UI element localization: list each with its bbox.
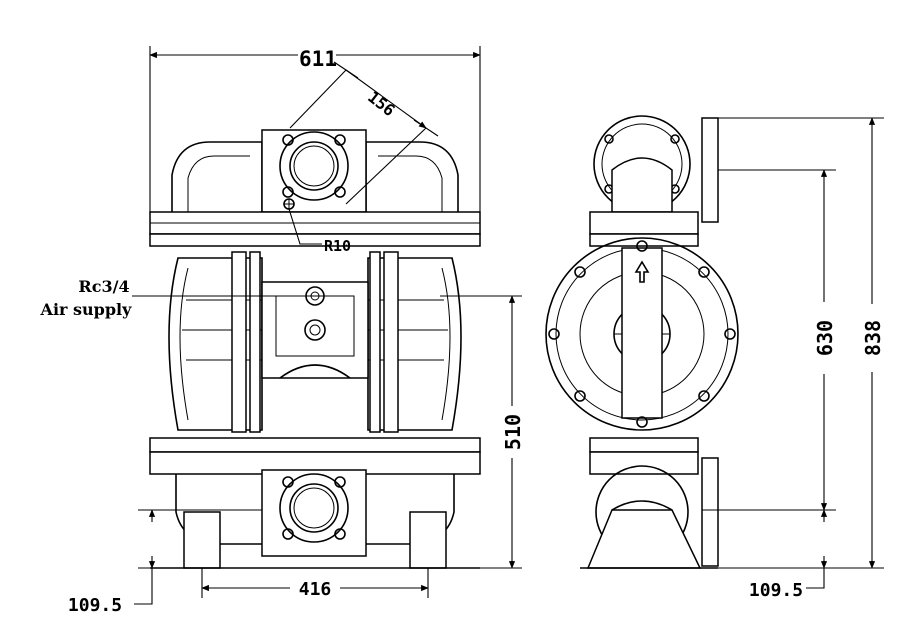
right-chamber — [367, 257, 462, 431]
top-outlet-flange — [261, 129, 367, 213]
right-top-elbow — [365, 141, 459, 212]
dim-overall-height-label: 838 — [861, 320, 885, 356]
dim-overall-height: 838 — [718, 117, 885, 569]
dim-port-spacing-label: 416 — [299, 579, 332, 600]
dim-air-height-label: 510 — [501, 414, 525, 450]
side-bolt-ring — [548, 240, 736, 428]
side-view — [545, 115, 739, 569]
side-foot — [586, 509, 702, 569]
side-bottom-inlet-flange — [701, 457, 719, 567]
dim-port-spacing: 416 — [201, 568, 429, 600]
dim-overall-width: 611 — [149, 46, 481, 212]
right-foot — [409, 511, 447, 569]
flow-arrow-icon — [634, 260, 650, 283]
dim-radius-label: R10 — [324, 237, 351, 255]
dim-inlet-height-right-label: 109.5 — [749, 580, 803, 601]
bottom-manifold-bar — [149, 437, 481, 453]
left-chamber — [168, 257, 263, 431]
dim-air-height: 510 — [440, 295, 525, 569]
air-supply-label: Air supply — [40, 300, 133, 319]
bottom-inlet-flange — [261, 469, 367, 557]
air-valve-body — [261, 281, 369, 379]
front-view — [149, 129, 481, 569]
side-diaphragm-disc — [545, 237, 739, 431]
dim-inlet-height-left-label: 109.5 — [68, 595, 122, 616]
dim-port-span: 630 — [718, 169, 837, 511]
air-connection-label: Rc3/4 — [78, 277, 129, 296]
dim-overall-width-label: 611 — [299, 47, 337, 71]
side-top-outlet-flange — [701, 117, 719, 223]
dim-inlet-height-left: 109.5 — [68, 509, 262, 616]
dim-radius: R10 — [283, 198, 351, 255]
dim-port-span-label: 630 — [813, 320, 837, 356]
air-supply-callout: Rc3/4 Air supply — [40, 277, 306, 319]
dim-port-angle-label: 156 — [364, 87, 398, 120]
left-top-elbow — [171, 141, 263, 212]
left-foot — [183, 511, 221, 569]
dim-inlet-height-right: 109.5 — [702, 509, 836, 601]
